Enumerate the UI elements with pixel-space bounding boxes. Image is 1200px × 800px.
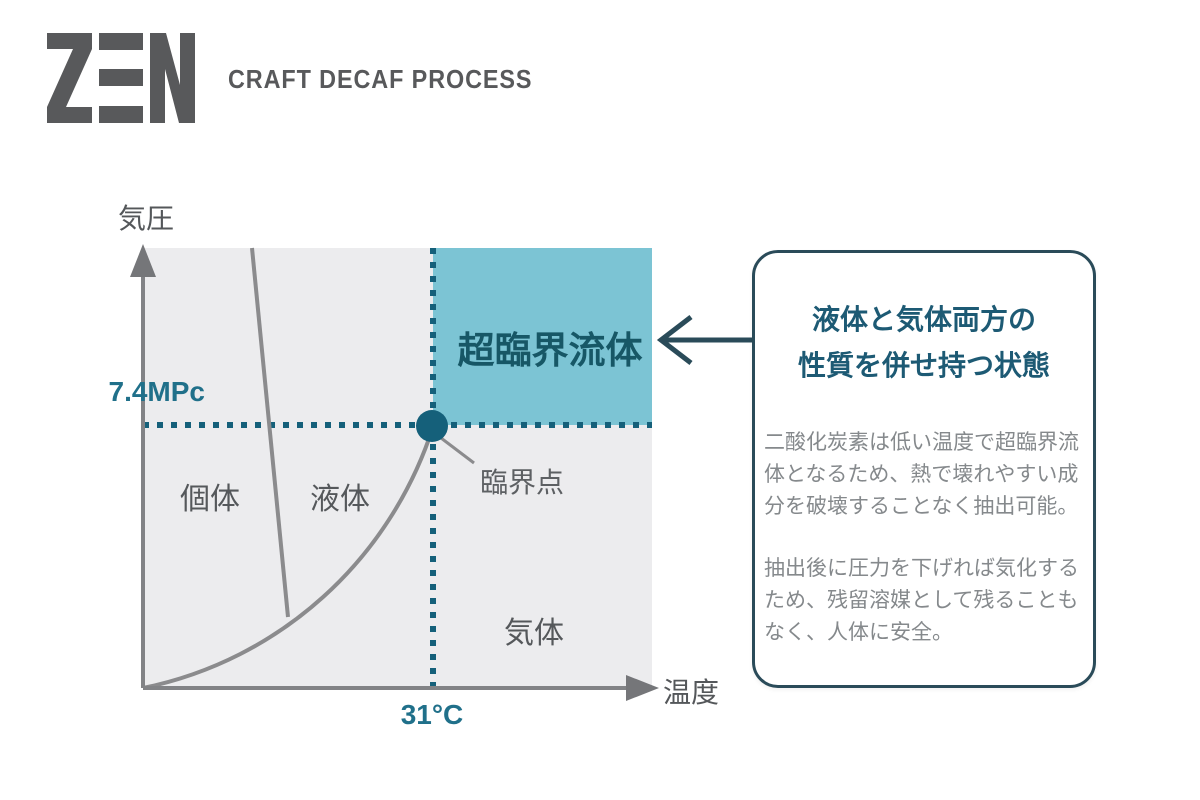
logo-letter-e-bar-mid (99, 69, 143, 86)
logo-letter-e-bar-top (99, 33, 143, 50)
solid-region-label: 個体 (180, 483, 240, 516)
logo-letter-z (47, 33, 92, 123)
brand-tagline: CRAFT DECAF PROCESS (228, 64, 533, 94)
gas-region-label: 気体 (504, 617, 564, 650)
explanation-callout-box: 液体と気体両方の 性質を併せ持つ状態 二酸化炭素は低い温度で超臨界流体となるため… (752, 250, 1096, 688)
temperature-tick-label: 31°C (400, 699, 464, 730)
callout-paragraph-1: 二酸化炭素は低い温度で超臨界流体となるため、熱で壊れやすい成分を破壊することなく… (764, 431, 1079, 518)
callout-paragraph-2: 抽出後に圧力を下げれば気化するため、残留溶媒として残ることもなく、人体に安全。 (764, 557, 1079, 644)
callout-arrow-chevron-icon (656, 315, 693, 365)
logo-letter-n (150, 33, 195, 123)
supercritical-region-label: 超臨界流体 (457, 330, 643, 371)
callout-title-line2: 性質を併せ持つ状態 (797, 350, 1050, 381)
pressure-dotted-line (143, 422, 652, 428)
x-axis-label: 温度 (663, 677, 720, 708)
callout-title: 液体と気体両方の 性質を併せ持つ状態 (755, 297, 1093, 389)
critical-point-dot (416, 410, 448, 442)
liquid-region-label: 液体 (310, 483, 370, 516)
supercritical-region-fill (433, 248, 652, 425)
critical-point-label: 臨界点 (480, 467, 565, 498)
callout-title-line1: 液体と気体両方の (811, 304, 1036, 335)
logo-letter-e-bar-bot (99, 106, 143, 123)
pressure-tick-label: 7.4MPc (108, 376, 206, 407)
y-axis-label: 気圧 (118, 203, 175, 234)
callout-body: 二酸化炭素は低い温度で超臨界流体となるため、熱で壊れやすい成分を破壊することなく… (764, 427, 1084, 649)
zen-logo (47, 33, 195, 123)
temperature-dotted-line (430, 248, 436, 686)
